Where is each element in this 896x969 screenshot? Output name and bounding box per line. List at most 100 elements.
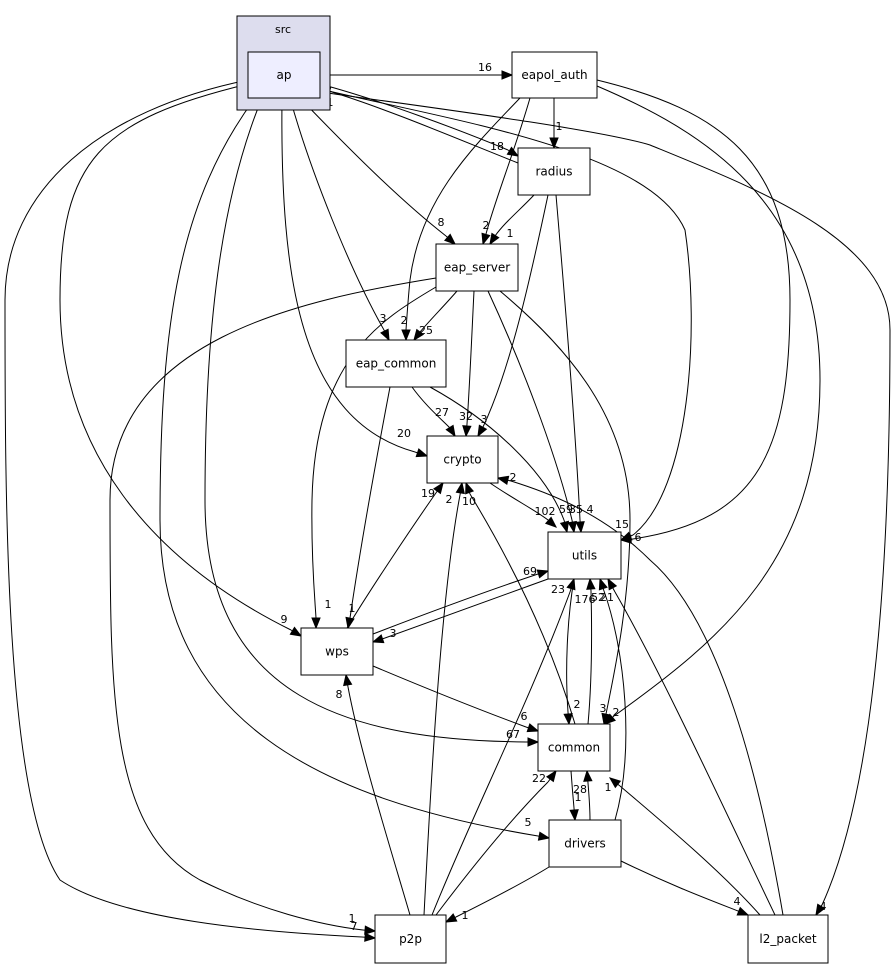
- edge-label[interactable]: 2: [510, 471, 517, 484]
- node-box[interactable]: [426, 435, 499, 484]
- arrowhead: [549, 137, 559, 150]
- node-common[interactable]: common: [537, 723, 611, 772]
- edge-label[interactable]: 1: [462, 909, 469, 922]
- node-box[interactable]: [548, 819, 622, 868]
- node-label[interactable]: radius: [535, 165, 572, 179]
- edge-line: [159, 97, 539, 837]
- node-box[interactable]: [537, 723, 611, 772]
- node-box[interactable]: [547, 531, 622, 580]
- node-eap_server[interactable]: eap_server: [435, 243, 519, 292]
- node-box[interactable]: [517, 147, 591, 196]
- node-label[interactable]: eap_common: [356, 357, 437, 371]
- node-radius[interactable]: radius: [517, 147, 591, 196]
- edge-line: [487, 290, 573, 521]
- edge-line: [311, 286, 437, 619]
- node-label[interactable]: p2p: [399, 932, 422, 946]
- edge-label[interactable]: 10: [462, 495, 476, 508]
- edge-label[interactable]: 1: [507, 227, 514, 240]
- edge-label[interactable]: 9: [281, 613, 288, 626]
- edge-label[interactable]: 25: [419, 324, 433, 337]
- arrowhead: [364, 925, 377, 935]
- edge-label[interactable]: 5: [525, 816, 532, 829]
- edge-common-to-utils: 176: [575, 577, 596, 725]
- edge-label[interactable]: 27: [435, 406, 449, 419]
- edge-label[interactable]: 15: [615, 518, 629, 531]
- edge-label[interactable]: 23: [551, 583, 565, 596]
- edge-label[interactable]: 7: [351, 920, 358, 933]
- edge-label[interactable]: 176: [575, 593, 596, 606]
- arrowhead: [364, 932, 377, 942]
- edge-line: [319, 83, 509, 151]
- edge-label[interactable]: 1: [349, 602, 356, 615]
- edge-label[interactable]: 19: [421, 487, 435, 500]
- edge-label[interactable]: 3: [600, 702, 607, 715]
- edge-label[interactable]: 21: [600, 591, 614, 604]
- edge-label[interactable]: 32: [459, 410, 473, 423]
- cluster-label[interactable]: src: [275, 23, 291, 36]
- edge-label[interactable]: 2: [446, 493, 453, 506]
- node-box[interactable]: [435, 243, 519, 292]
- edge-label[interactable]: 59: [559, 503, 573, 516]
- edge-label[interactable]: 8: [336, 688, 343, 701]
- node-p2p[interactable]: p2p: [374, 914, 447, 964]
- edge-label[interactable]: 16: [478, 61, 492, 74]
- node-box[interactable]: [374, 914, 447, 964]
- edge-ap-to-l2_packet: 4: [319, 91, 891, 917]
- node-ap[interactable]: ap: [247, 51, 321, 99]
- edge-label[interactable]: 4: [734, 895, 741, 908]
- edge-label[interactable]: 102: [535, 505, 556, 518]
- node-eapol_auth[interactable]: eapol_auth: [511, 51, 598, 99]
- edge-label[interactable]: 1: [556, 120, 563, 133]
- edge-label[interactable]: 1: [605, 781, 612, 794]
- node-box[interactable]: [247, 51, 321, 99]
- node-label[interactable]: common: [548, 741, 600, 755]
- node-crypto[interactable]: crypto: [426, 435, 499, 484]
- edge-label[interactable]: 6: [635, 531, 642, 544]
- edge-label[interactable]: 4: [587, 503, 594, 516]
- node-drivers[interactable]: drivers: [548, 819, 622, 868]
- edge-label[interactable]: 2: [613, 706, 620, 719]
- edge-label[interactable]: 69: [523, 565, 537, 578]
- arrowhead: [433, 481, 444, 495]
- edge-ap-to-drivers: 5: [159, 97, 551, 841]
- arrowhead: [569, 809, 579, 822]
- edge-line: [499, 290, 631, 715]
- node-label[interactable]: eapol_auth: [521, 68, 587, 82]
- node-eap_common[interactable]: eap_common: [345, 339, 447, 388]
- edge-label[interactable]: 20: [397, 427, 411, 440]
- edge-wps-to-utils: 69: [372, 565, 550, 635]
- edge-label[interactable]: 22: [532, 772, 546, 785]
- node-l2_packet[interactable]: l2_packet: [747, 914, 829, 964]
- edge-label[interactable]: 3: [481, 413, 488, 426]
- node-label[interactable]: utils: [572, 549, 597, 563]
- node-label[interactable]: eap_server: [444, 261, 510, 275]
- node-label[interactable]: drivers: [564, 837, 606, 851]
- edge-label[interactable]: 18: [490, 140, 504, 153]
- edge-line: [482, 194, 549, 428]
- edge-label[interactable]: 35: [569, 503, 583, 516]
- edge-label[interactable]: 3: [390, 627, 397, 640]
- node-label[interactable]: crypto: [443, 453, 481, 467]
- node-label[interactable]: wps: [325, 645, 349, 659]
- node-box[interactable]: [300, 627, 374, 676]
- node-box[interactable]: [747, 914, 829, 964]
- edge-label[interactable]: 1: [575, 791, 582, 804]
- edge-label[interactable]: 2: [574, 698, 581, 711]
- edge-label[interactable]: 8: [438, 216, 445, 229]
- edge-label[interactable]: 3: [380, 312, 387, 325]
- edge-label[interactable]: 1: [325, 598, 332, 611]
- arrowhead: [526, 723, 540, 733]
- node-box[interactable]: [511, 51, 598, 99]
- edge-label[interactable]: 28: [573, 783, 587, 796]
- edge-label[interactable]: 52: [591, 591, 605, 604]
- node-label[interactable]: l2_packet: [759, 932, 816, 946]
- edge-label[interactable]: 4: [820, 900, 827, 913]
- edge-label[interactable]: 1: [349, 912, 356, 925]
- edge-label[interactable]: 6: [521, 710, 528, 723]
- node-utils[interactable]: utils: [547, 531, 622, 580]
- edge-label[interactable]: 2: [401, 314, 408, 327]
- node-wps[interactable]: wps: [300, 627, 374, 676]
- node-box[interactable]: [345, 339, 447, 388]
- edge-label[interactable]: 2: [483, 219, 490, 232]
- node-label[interactable]: ap: [277, 68, 292, 82]
